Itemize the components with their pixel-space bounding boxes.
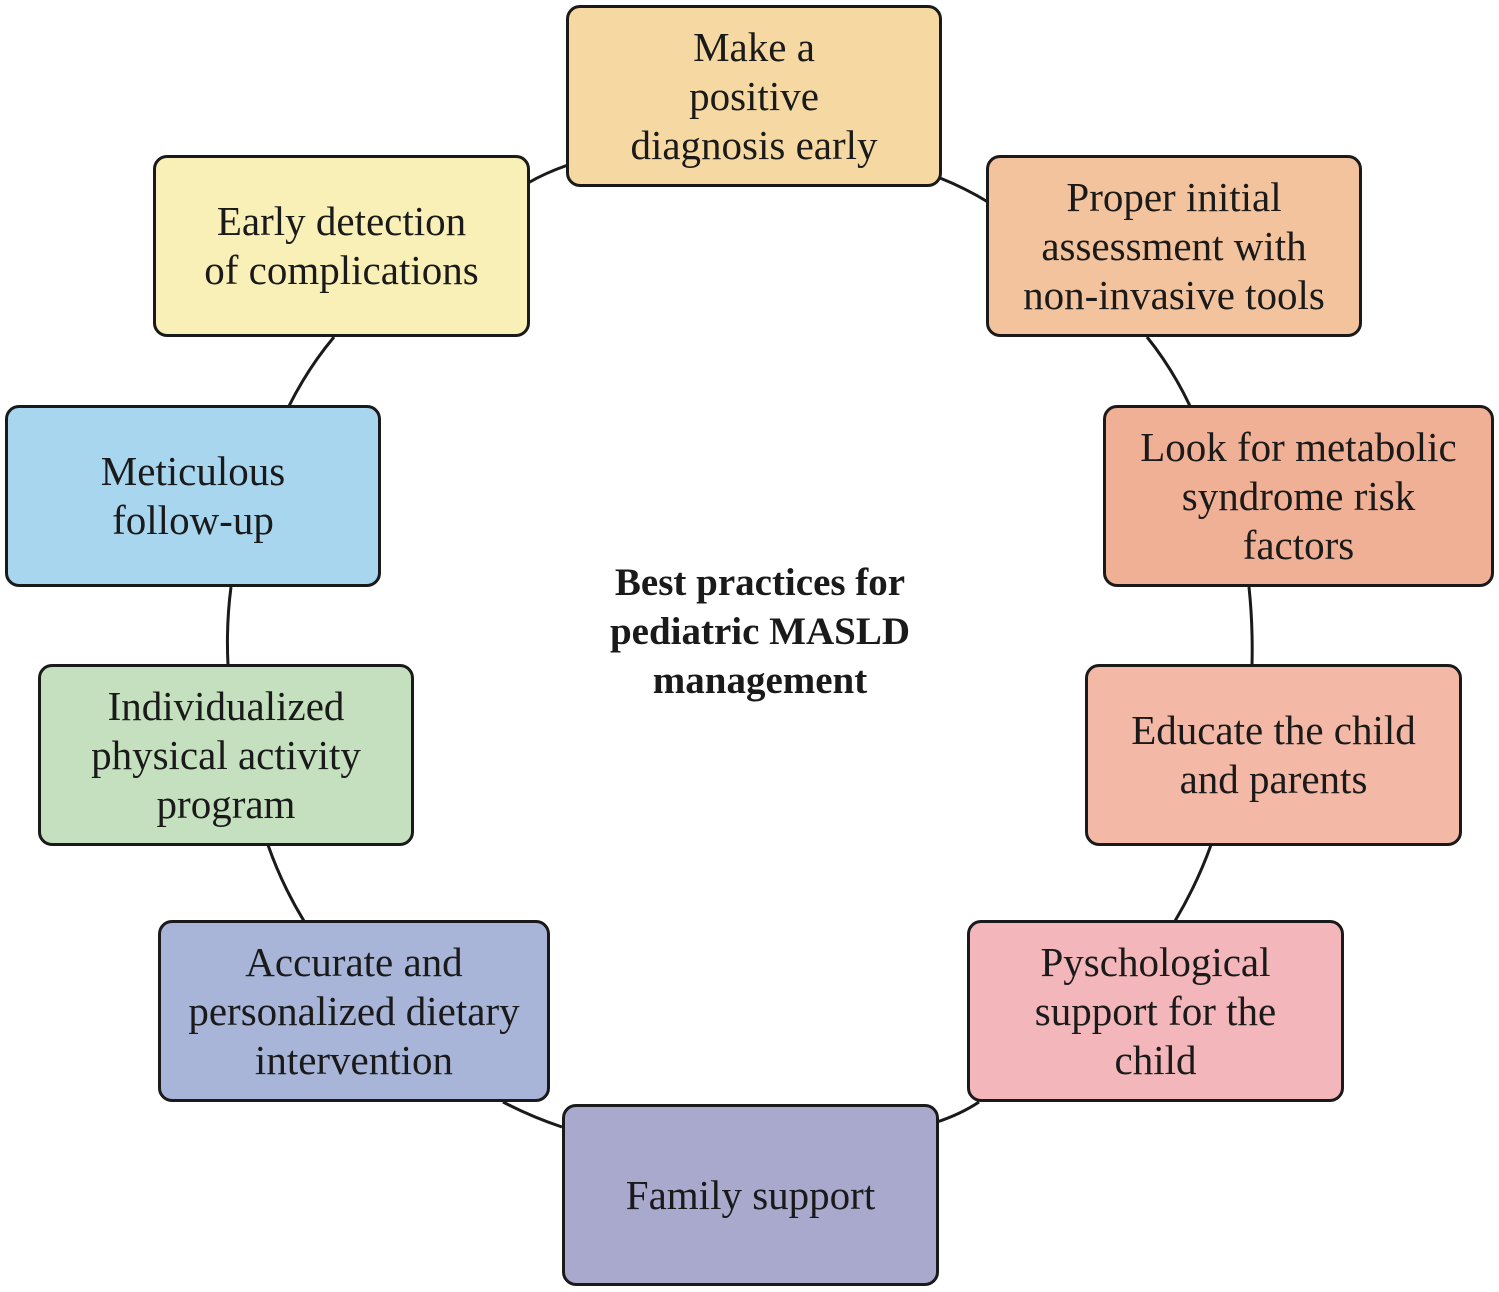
connector-assessment-to-metabolic — [1145, 336, 1192, 407]
connector-educate-to-psych — [1173, 844, 1213, 922]
connector-dietary-to-physical — [266, 844, 306, 922]
node-label: Accurate and personalized dietary interv… — [188, 938, 520, 1083]
node-label: Proper initial assessment with non-invas… — [1023, 173, 1325, 318]
node-educate: Educate the child and parents — [1085, 664, 1462, 846]
node-family-support: Family support — [562, 1104, 939, 1286]
node-positive-diagnosis: Make a positive diagnosis early — [566, 5, 942, 187]
node-initial-assessment: Proper initial assessment with non-invas… — [986, 155, 1362, 337]
node-label: Individualized physical activity program — [91, 682, 361, 827]
connector-psych-to-family — [936, 1100, 980, 1124]
connector-metabolic-to-educate — [1247, 586, 1254, 666]
node-physical-activity: Individualized physical activity program — [38, 664, 414, 846]
connector-followup-to-detection — [287, 336, 336, 407]
node-label: Meticulous follow-up — [100, 448, 286, 543]
connector-physical-to-followup — [225, 586, 233, 666]
node-dietary-intervention: Accurate and personalized dietary interv… — [158, 920, 550, 1102]
center-title: Best practices for pediatric MASLD manag… — [609, 561, 911, 702]
connector-top-to-right — [939, 176, 989, 204]
connector-family-to-dietary — [502, 1100, 563, 1129]
node-psychological-support: Pyschological support for the child — [967, 920, 1344, 1102]
node-label: Family support — [625, 1171, 876, 1218]
node-early-detection: Early detection of complications — [153, 155, 530, 337]
node-follow-up: Meticulous follow-up — [5, 405, 381, 587]
node-label: Pyschological support for the child — [1034, 938, 1277, 1083]
node-label: Make a positive diagnosis early — [630, 23, 878, 168]
node-metabolic-risk: Look for metabolic syndrome risk factors — [1103, 405, 1494, 587]
node-label: Educate the child and parents — [1131, 707, 1416, 802]
node-label: Early detection of complications — [204, 198, 479, 293]
connector-detection-to-top — [527, 163, 569, 185]
node-label: Look for metabolic syndrome risk factors — [1140, 423, 1457, 568]
